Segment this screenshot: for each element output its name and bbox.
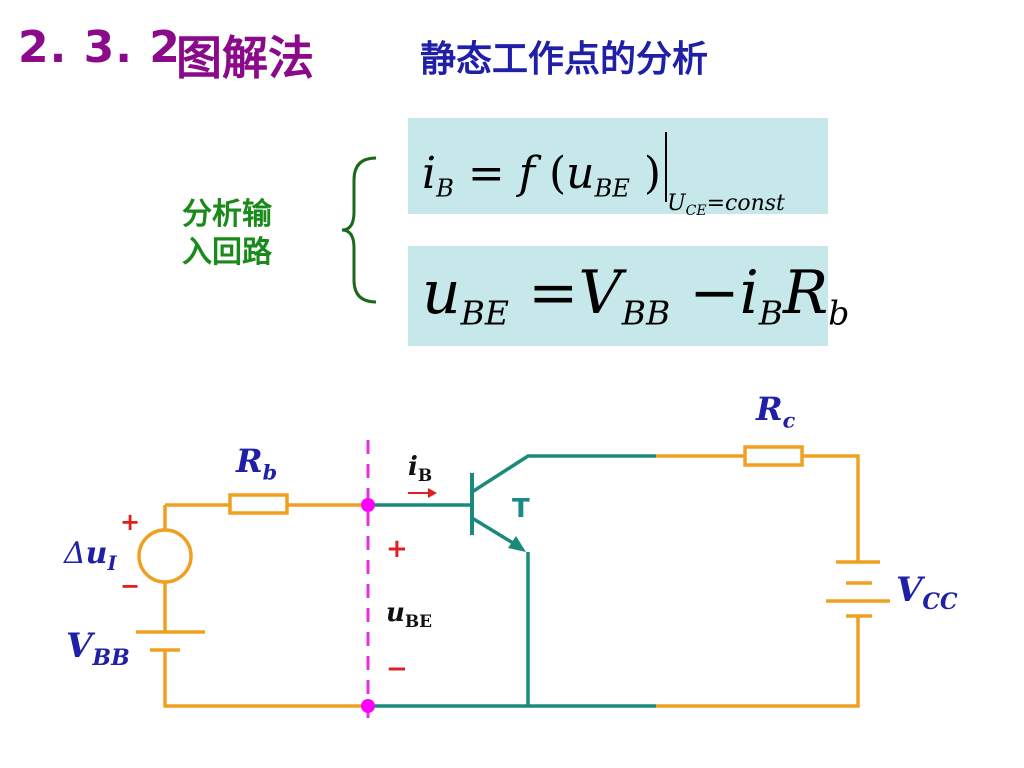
wire-left-vertical-bottom xyxy=(163,650,368,708)
transistor-emitter xyxy=(471,516,519,548)
circuit-diagram xyxy=(136,440,890,728)
eq1-arg-var: u xyxy=(566,148,595,199)
eq1-cond-rest: =const xyxy=(706,191,785,216)
vbb-label-sub: BB xyxy=(92,644,130,671)
eq2-lhs-var: u xyxy=(422,258,461,328)
eq2-i-var: i xyxy=(739,258,759,328)
vbb-label-var: V xyxy=(66,626,93,666)
rb-label-var: R xyxy=(236,442,263,480)
delta-ui-var: u xyxy=(85,536,108,571)
eq1-func: f xyxy=(518,148,535,199)
rc-label-var: R xyxy=(756,390,783,428)
vcc-label: VCC xyxy=(896,570,958,615)
eq1-cond-var: U xyxy=(667,191,686,216)
eq2-r-sub: b xyxy=(828,293,850,333)
transistor-label: T xyxy=(512,494,530,524)
eq2-i-sub: B xyxy=(758,293,784,333)
source-plus-sign: + xyxy=(120,508,141,536)
section-subtitle: 静态工作点的分析 xyxy=(420,39,709,80)
ib-arrow-head xyxy=(428,488,437,498)
eq2-r-var: R xyxy=(783,258,829,328)
eq2-equals: = xyxy=(509,258,579,328)
vcc-label-sub: CC xyxy=(922,588,958,615)
eq2-v-var: V xyxy=(578,258,622,328)
eq1-equals: = xyxy=(453,148,519,199)
eq1-paren-close: ) xyxy=(629,148,662,199)
vcc-label-var: V xyxy=(896,570,923,610)
vbb-label: VBB xyxy=(66,626,130,671)
wire-top-right xyxy=(656,454,860,562)
input-loop-label: 分析输 入回路 xyxy=(182,196,312,272)
equation-input-loop: uBE =VBB −iBRb xyxy=(408,246,849,346)
section-title: 图解法 xyxy=(176,31,314,85)
loop-label-line-2: 入回路 xyxy=(182,235,272,270)
wire-right-bottom xyxy=(656,616,860,708)
delta-ui-sub: I xyxy=(107,552,117,575)
node-top xyxy=(361,498,375,512)
eq2-lhs-sub: BE xyxy=(460,293,509,333)
eq1-lhs-sub: B xyxy=(436,174,454,203)
rc-resistor xyxy=(743,445,804,467)
ube-minus-sign: − xyxy=(386,654,408,684)
rb-label: Rb xyxy=(236,442,277,484)
eq2-v-sub: BB xyxy=(621,293,671,333)
rc-label: Rc xyxy=(756,390,795,432)
ib-label-var: i xyxy=(408,452,418,482)
ube-label-sub: BE xyxy=(404,611,433,632)
delta-symbol: Δ xyxy=(64,536,86,571)
source-minus-sign: − xyxy=(120,572,141,600)
ib-label-sub: B xyxy=(417,465,433,486)
rc-label-sub: c xyxy=(782,407,796,433)
evaluation-bar xyxy=(665,132,668,202)
curly-brace xyxy=(341,156,377,304)
rb-label-sub: b xyxy=(262,459,278,485)
equation-input-characteristic: iB = f (uBE )UCE=const xyxy=(408,118,828,219)
ube-label: uBE xyxy=(386,598,432,631)
eq1-cond-sub: CE xyxy=(685,202,707,219)
eq1-paren-open: ( xyxy=(535,148,567,199)
emitter-arrow-head xyxy=(508,536,526,552)
eq1-condition: UCE=const xyxy=(667,191,785,219)
section-number: 2. 3. 2 xyxy=(18,22,181,73)
eq1-lhs-var: i xyxy=(422,148,437,199)
eq2-minus: − xyxy=(670,258,740,328)
transistor-collector xyxy=(471,454,656,494)
eq1-arg-sub: BE xyxy=(594,174,630,203)
ube-plus-sign: + xyxy=(386,534,408,564)
rb-resistor xyxy=(228,493,289,515)
delta-ui-label: ΔuI xyxy=(64,536,117,575)
delta-ui-source xyxy=(137,528,193,584)
ube-label-var: u xyxy=(386,598,405,628)
loop-label-line-1: 分析输 xyxy=(182,197,272,232)
ib-label: iB xyxy=(408,452,432,485)
node-bottom xyxy=(361,699,375,713)
